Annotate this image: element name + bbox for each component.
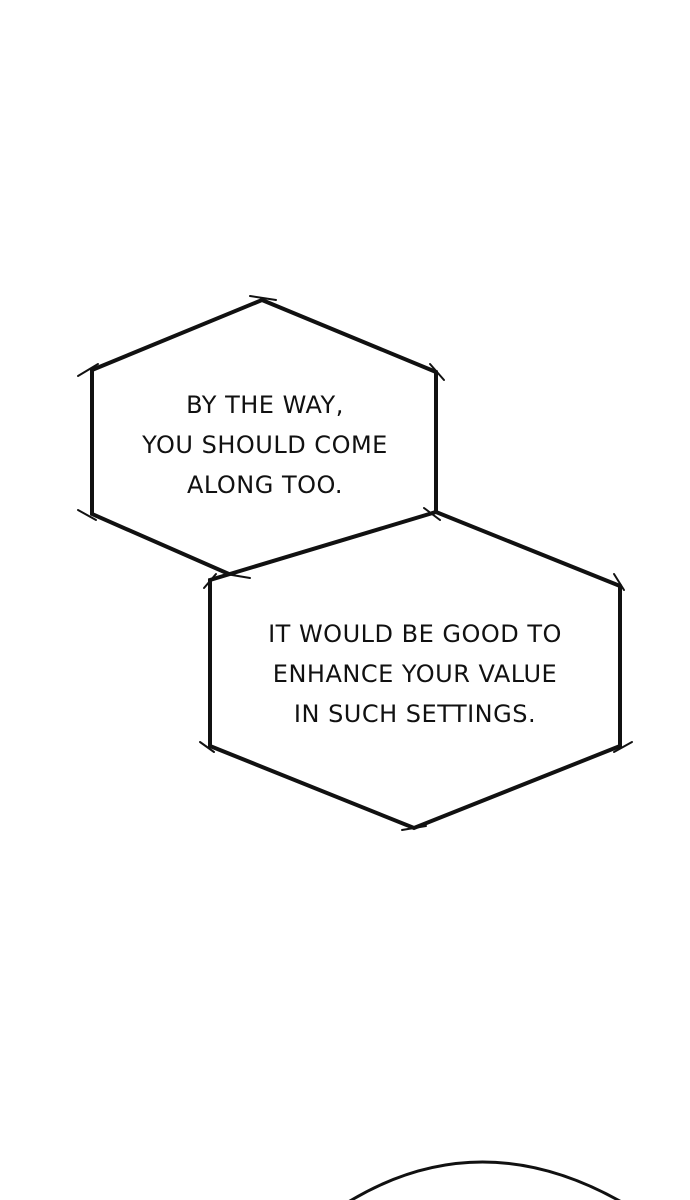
speech-balloon-2: [208, 509, 622, 831]
dialogue-line: YOU SHOULD COME: [142, 431, 388, 459]
dialogue-line: BY THE WAY,: [186, 391, 344, 419]
dialogue-line: ALONG TOO.: [186, 471, 344, 499]
dialogue-line: IT WOULD BE GOOD TO: [268, 620, 562, 648]
speech-balloon-1-text: BY THE WAY, YOU SHOULD COME ALONG TOO.: [110, 385, 420, 505]
speech-balloon-2-text: IT WOULD BE GOOD TO ENHANCE YOUR VALUE I…: [240, 614, 590, 734]
dialogue-line: ENHANCE YOUR VALUE: [272, 660, 558, 688]
speech-balloon-3-partial: [348, 1160, 621, 1200]
dialogue-line: IN SUCH SETTINGS.: [293, 700, 537, 728]
corner-ticks: [77, 295, 633, 831]
